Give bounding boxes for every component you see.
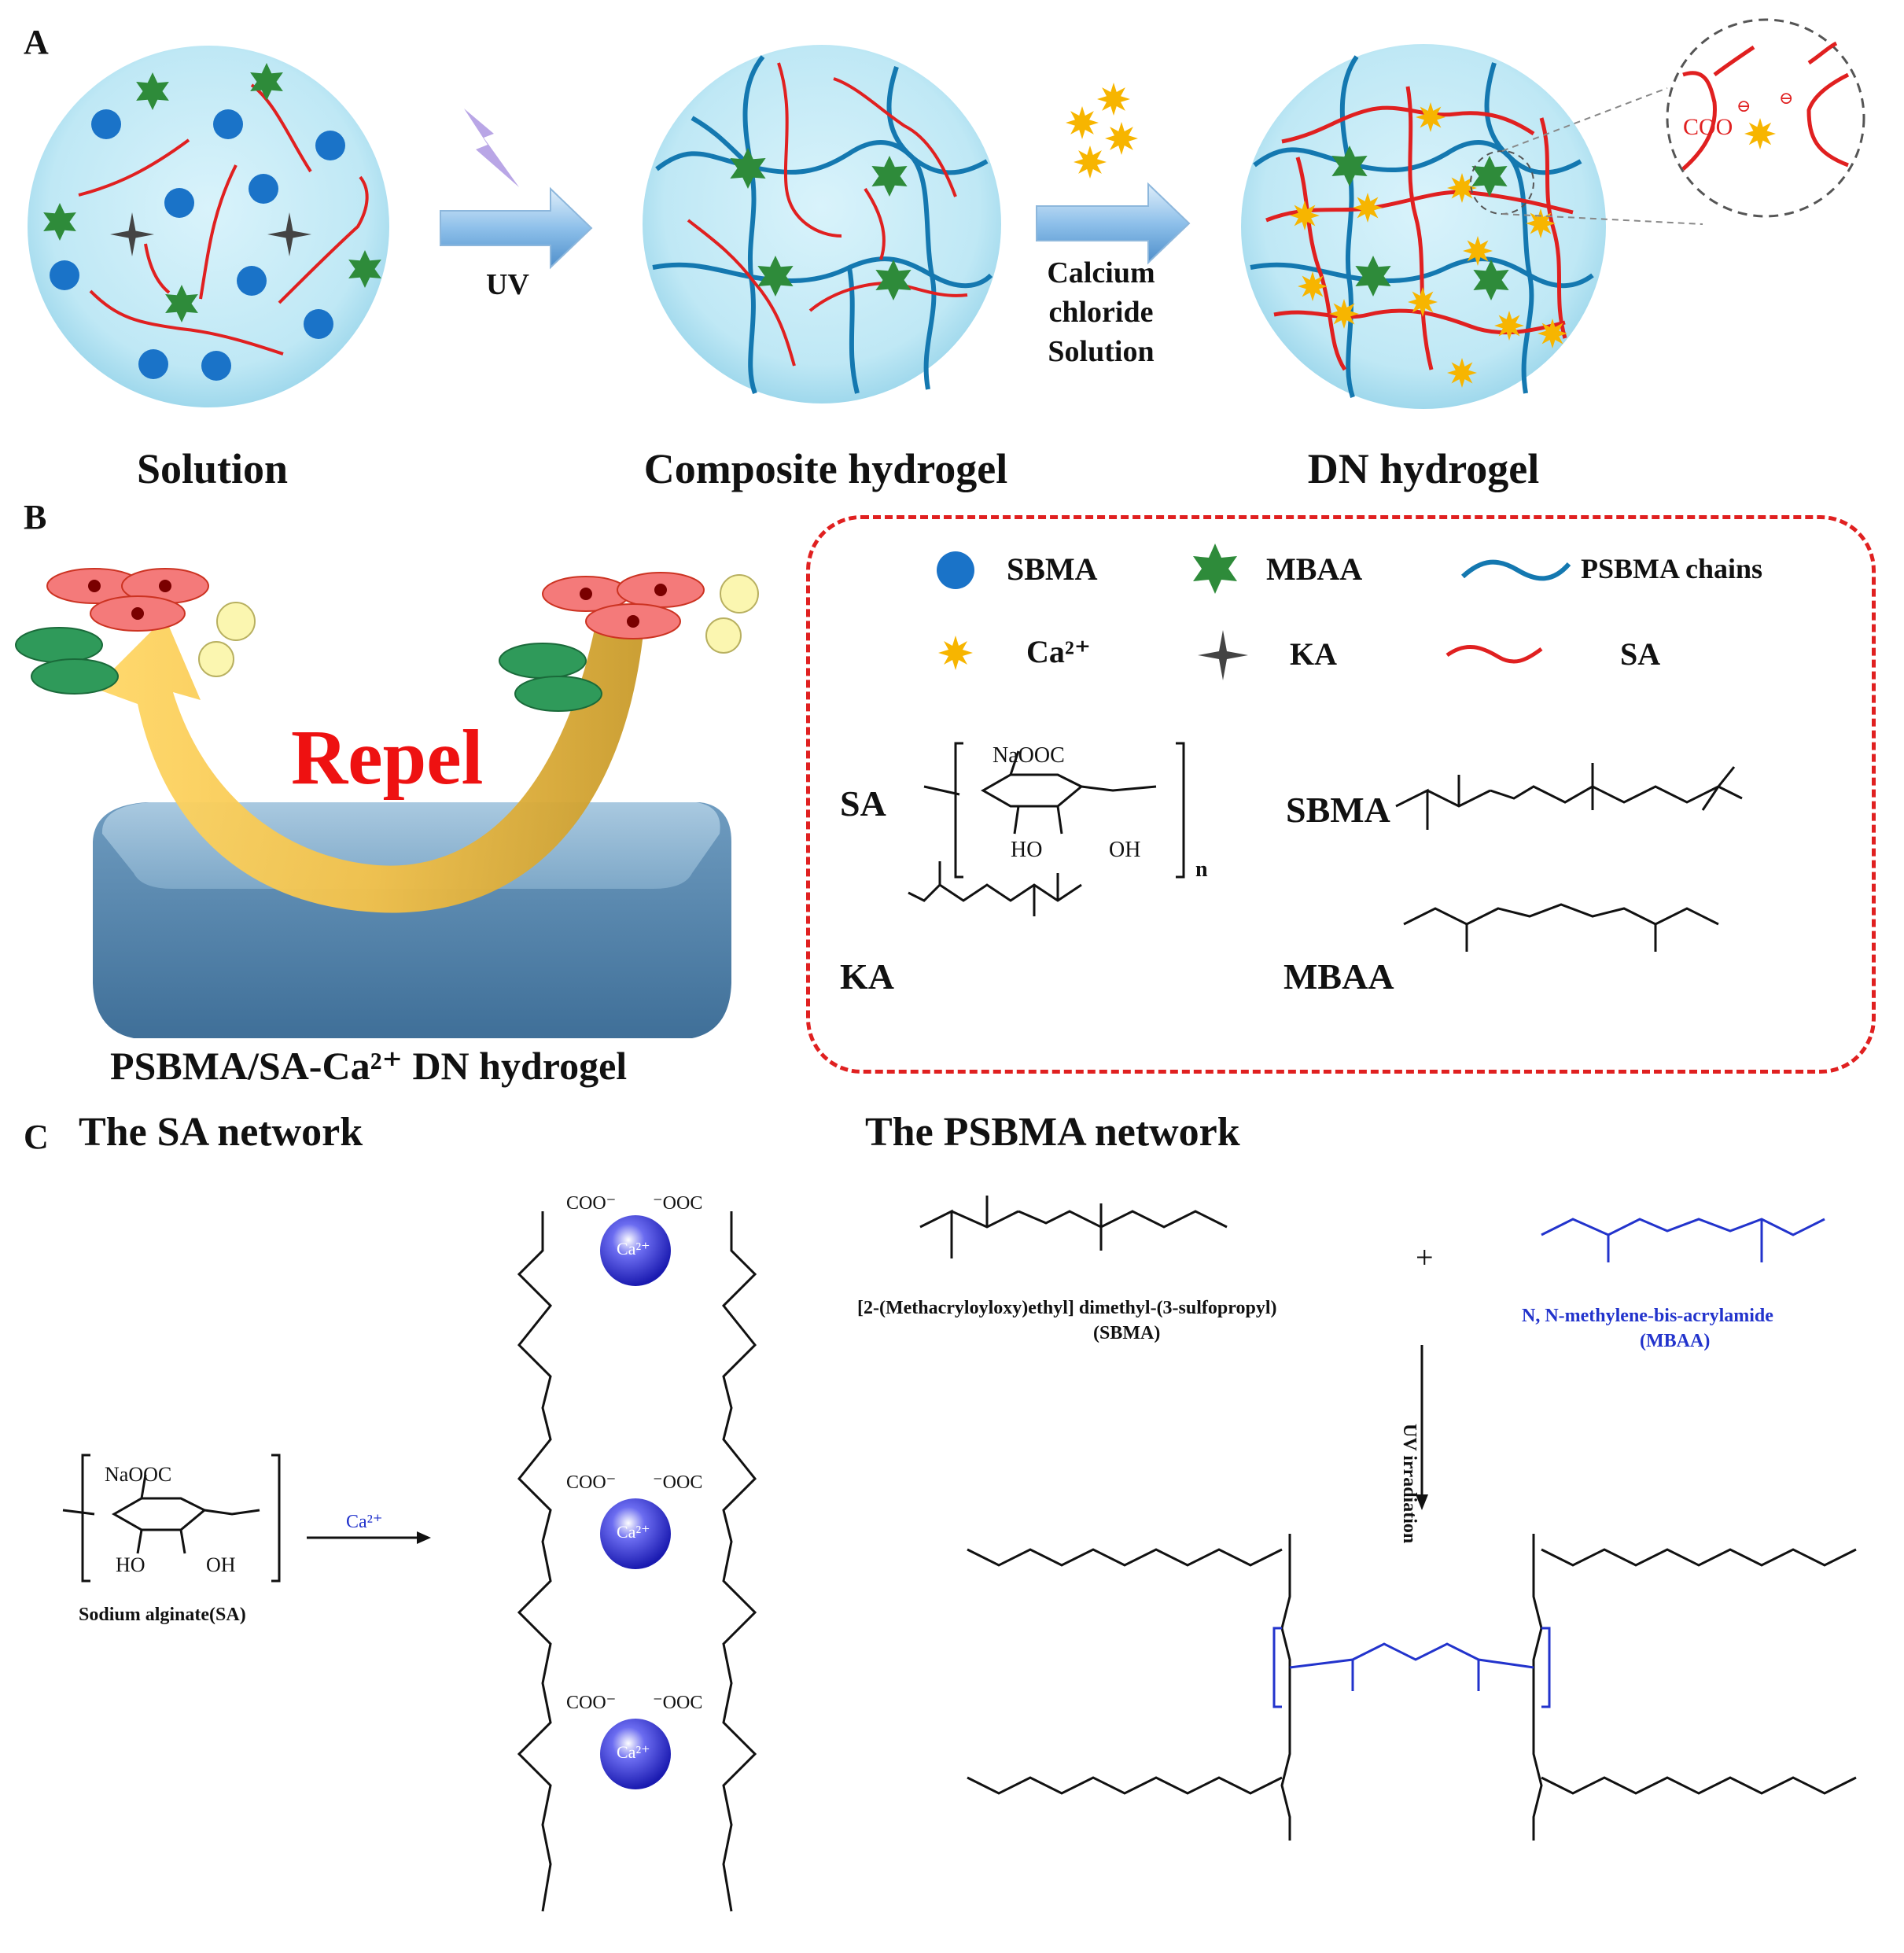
ka-structure	[908, 861, 1082, 916]
caption-dn-hydrogel: DN hydrogel	[1307, 445, 1540, 492]
arrow-cacl2	[1036, 182, 1191, 265]
sbma-dot-icon	[937, 551, 974, 589]
chem-sa-n: n	[1195, 857, 1208, 882]
chem-ka-label: KA	[840, 956, 894, 997]
platelets-left	[198, 602, 256, 677]
arrow-uv	[440, 186, 593, 270]
uv-label: UV	[486, 268, 529, 301]
ooc-label-2: ⁻OOC	[653, 1472, 703, 1493]
ka-icon	[1198, 630, 1248, 680]
cacl2-label-3: Solution	[1048, 335, 1155, 368]
solution-circle	[28, 46, 389, 407]
sodium-alginate-label: Sodium alginate(SA)	[79, 1605, 246, 1625]
chem-mbaa-label: MBAA	[1283, 956, 1394, 997]
cacl2-label-2: chloride	[1048, 296, 1154, 329]
ca-arrow-label: Ca²⁺	[346, 1512, 383, 1532]
psbma-crosslinked-product	[967, 1534, 1857, 1841]
hydrogel-label: PSBMA/SA-Ca²⁺ DN hydrogel	[110, 1044, 628, 1088]
ca-ion-label-1: Ca²⁺	[617, 1239, 650, 1258]
egg-box-network	[517, 1211, 757, 1912]
panel-a-letter: A	[24, 23, 49, 61]
plus-sign: +	[1416, 1240, 1434, 1275]
platelets-right	[705, 574, 759, 654]
sa-network-title: The SA network	[79, 1110, 363, 1155]
coo-label-1: COO⁻	[566, 1193, 617, 1214]
red-blood-cells-right	[542, 572, 705, 639]
mbaa-star-icon	[1193, 544, 1237, 594]
red-blood-cells-left	[46, 568, 209, 632]
panel-c-letter: C	[24, 1118, 49, 1156]
sa-monomer-ho: HO	[116, 1553, 145, 1576]
legend-ca-label: Ca²⁺	[1026, 634, 1091, 669]
mbaa-structure	[1403, 903, 1719, 952]
legend-mbaa-label: MBAA	[1266, 551, 1363, 587]
sa-monomer-oh: OH	[206, 1553, 236, 1576]
sodium-alginate-structure	[62, 1454, 281, 1583]
psbma-chain-icon	[1460, 559, 1571, 581]
inset-coo-left: COO	[1683, 114, 1733, 140]
sbma-full-name-2: (SBMA)	[1093, 1323, 1161, 1343]
caption-composite-hydrogel: Composite hydrogel	[643, 445, 1008, 492]
inset-charge-left: ⊖	[1736, 96, 1751, 116]
chem-sa-oh: OH	[1109, 838, 1141, 862]
ca-ion-ball-1	[600, 1215, 671, 1286]
chem-sa-label: SA	[840, 783, 886, 824]
uv-irradiation-label: UV irradiation	[1399, 1424, 1420, 1544]
legend-sbma-label: SBMA	[1007, 551, 1098, 587]
inset-charge-right: ⊖	[1779, 88, 1794, 108]
panel-b-hydrogel-illustration	[15, 568, 759, 1038]
legend-box	[806, 515, 1876, 1074]
composite-hydrogel-circle	[643, 45, 1001, 403]
panel-b-letter: B	[24, 498, 47, 536]
panel-a-diagram	[28, 18, 1865, 409]
mbaa-full-name-1: N, N-methylene-bis-acrylamide	[1522, 1306, 1773, 1326]
bacteria-right	[499, 643, 602, 712]
ca-ion-icon	[1066, 106, 1099, 139]
ca-ion-legend-icon	[938, 636, 973, 670]
ca-ion-ball-3	[600, 1719, 671, 1789]
panel-c-diagram	[62, 1196, 1857, 1912]
hydrogel-block	[93, 802, 731, 1038]
legend-ka-label: KA	[1290, 636, 1337, 672]
mbaa-reactant-structure	[1541, 1218, 1825, 1262]
repel-arrow	[94, 614, 645, 913]
ca-ion-ball-2	[600, 1498, 671, 1569]
chem-sa-ho: HO	[1011, 838, 1043, 862]
cacl2-label-1: Calcium	[1047, 256, 1155, 289]
chem-sa-naooc: NaOOC	[993, 743, 1065, 768]
sbma-structure	[1395, 763, 1743, 830]
repel-label: Repel	[291, 713, 484, 801]
sa-structure	[923, 742, 1185, 879]
sa-chain-icon	[1445, 644, 1543, 664]
bacteria-left	[15, 627, 119, 695]
mbaa-full-name-2: (MBAA)	[1640, 1331, 1711, 1351]
coo-label-3: COO⁻	[566, 1693, 617, 1713]
ca-ion-label-3: Ca²⁺	[617, 1742, 650, 1762]
coo-label-2: COO⁻	[566, 1472, 617, 1493]
sa-monomer-naooc: NaOOC	[105, 1463, 172, 1486]
crosslink-inset	[1666, 18, 1865, 218]
legend-icons	[908, 544, 1743, 952]
ooc-label-3: ⁻OOC	[653, 1693, 703, 1713]
sbma-reactant-structure	[919, 1196, 1228, 1258]
sbma-full-name-1: [2-(Methacryloyloxy)ethyl] dimethyl-(3-s…	[857, 1298, 1277, 1318]
legend-psbma-chains-label: PSBMA chains	[1581, 553, 1763, 584]
legend-sa-label: SA	[1620, 636, 1661, 672]
dn-hydrogel-circle	[1241, 44, 1606, 409]
uv-lightning-icon	[464, 109, 519, 187]
mbaa-crosslink	[1272, 1627, 1551, 1708]
ca-ion-label-2: Ca²⁺	[617, 1522, 650, 1542]
psbma-network-title: The PSBMA network	[865, 1110, 1240, 1155]
caption-solution: Solution	[136, 445, 289, 492]
chem-sbma-label: SBMA	[1286, 790, 1390, 830]
ooc-label-1: ⁻OOC	[653, 1193, 703, 1214]
